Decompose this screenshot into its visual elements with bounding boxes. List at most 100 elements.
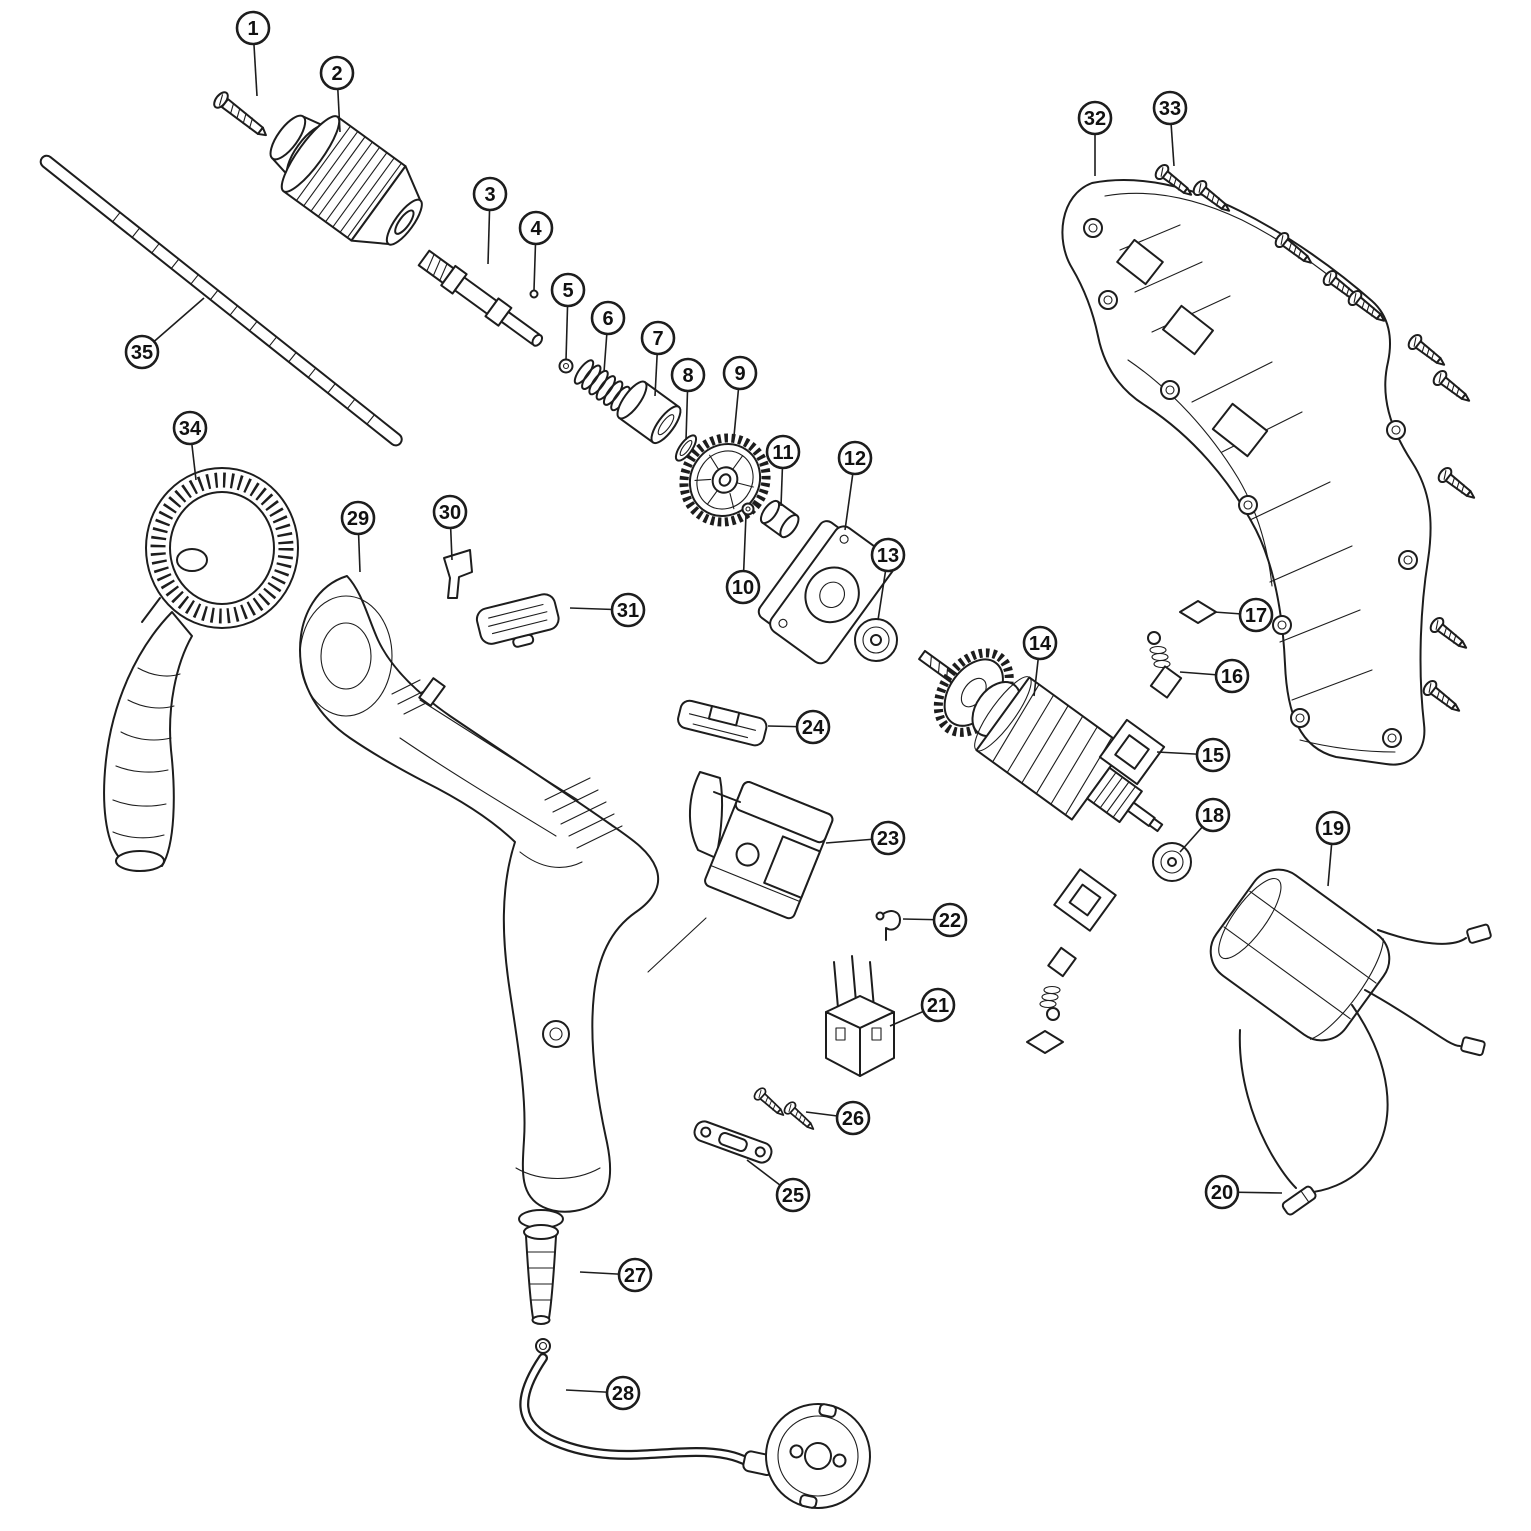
callout-33-housing-screws: 33: [1152, 90, 1188, 167]
callout-circle: [795, 709, 831, 745]
callout-4-detent-ball: 4: [518, 210, 554, 291]
callout-number: 24: [802, 717, 825, 739]
callout-circle: [617, 1257, 653, 1293]
callout-circle: [765, 434, 801, 470]
callout-circle: [340, 500, 376, 536]
part-30-lock-button: [443, 549, 473, 599]
callout-circle: [1315, 810, 1351, 846]
part-15-brush-holder: [1098, 718, 1166, 786]
callout-number: 12: [844, 448, 866, 470]
part-11-bushing: [759, 499, 800, 539]
callout-circle: [1152, 90, 1188, 126]
callout-24-reverse-slider: 24: [767, 709, 831, 745]
callout-19-stator: 19: [1315, 810, 1351, 887]
callout-30-lock-button: 30: [432, 494, 468, 561]
callout-number: 34: [179, 418, 202, 440]
callout-3-spindle: 3: [472, 176, 508, 265]
callout-circle: [1214, 658, 1250, 694]
part-27-cord-sleeve: [518, 1209, 564, 1354]
callout-circle: [835, 1100, 871, 1136]
callout-circle: [670, 357, 706, 393]
part-32-housing-right: [1061, 179, 1432, 766]
callout-26-clamp-screws: 26: [805, 1100, 871, 1136]
part-4-detent-ball: [529, 289, 539, 299]
callout-32-housing-right: 32: [1077, 100, 1113, 176]
callout-number: 16: [1221, 666, 1243, 688]
callout-11-bushing: 11: [765, 434, 801, 507]
part-5-retaining-ring: [558, 358, 574, 374]
callout-2-chuck: 2: [319, 55, 355, 133]
callout-number: 4: [530, 218, 542, 240]
callout-number: 25: [782, 1185, 804, 1207]
brush-cap-lower: [1026, 1030, 1064, 1054]
callout-circle: [1238, 597, 1274, 633]
callout-number: 21: [927, 995, 949, 1017]
callout-circle: [722, 355, 758, 391]
callout-circle: [319, 55, 355, 91]
callout-15-brush-holder: 15: [1156, 737, 1231, 773]
callout-circle: [775, 1177, 811, 1213]
callout-circle: [610, 592, 646, 628]
callout-35-depth-stop-rod: 35: [124, 297, 205, 370]
part-28-power-cord: [519, 1353, 871, 1509]
part-31-switch-cover: [475, 593, 560, 648]
callout-number: 15: [1202, 745, 1224, 767]
brush-holder-lower: [1053, 868, 1117, 932]
part-1-chuck-screw: [213, 91, 267, 137]
callout-5-retaining-ring: 5: [550, 272, 586, 361]
callout-circle: [124, 334, 160, 370]
callout-31-switch-cover: 31: [569, 592, 646, 628]
part-25-cord-clamp: [693, 1120, 773, 1164]
part-16-carbon-brush: [1147, 631, 1183, 699]
callout-13-ball-bearing: 13: [870, 537, 906, 621]
callout-10-circlip: 10: [725, 514, 761, 605]
callout-22-spring-clip: 22: [902, 902, 968, 938]
callout-number: 7: [652, 328, 663, 350]
part-14-armature: [918, 648, 1164, 833]
callout-circle: [1077, 100, 1113, 136]
callout-circle: [1195, 797, 1231, 833]
callout-circle: [235, 10, 271, 46]
callout-number: 30: [439, 502, 461, 524]
callout-7-ratchet-sleeve: 7: [640, 320, 676, 397]
callout-1-chuck-screw: 1: [235, 10, 271, 97]
callout-number: 19: [1322, 818, 1344, 840]
callout-number: 17: [1245, 605, 1267, 627]
callout-12-bearing-plate: 12: [837, 440, 873, 531]
callout-number: 10: [732, 577, 754, 599]
part-6-spring: [573, 359, 631, 412]
part-10-circlip: [741, 502, 755, 516]
callout-number: 20: [1211, 1182, 1233, 1204]
callout-circle: [518, 210, 554, 246]
callout-number: 33: [1159, 98, 1181, 120]
carbon-brush-lower: [1039, 946, 1077, 1021]
callout-number: 28: [612, 1383, 634, 1405]
callout-circle: [432, 494, 468, 530]
callout-number: 5: [562, 280, 573, 302]
part-24-reverse-slider: [677, 699, 768, 747]
callout-circle: [1022, 625, 1058, 661]
callout-circle: [870, 537, 906, 573]
callout-9-ratchet-gear: 9: [722, 355, 758, 437]
callout-21-terminal-block: 21: [889, 987, 956, 1027]
callout-circle: [870, 820, 906, 856]
callout-number: 23: [877, 828, 899, 850]
part-17-brush-cap: [1179, 600, 1217, 624]
callout-circle: [472, 176, 508, 212]
callout-circle: [640, 320, 676, 356]
part-22-spring-clip: [875, 910, 901, 941]
callout-circle: [920, 987, 956, 1023]
part-29-housing-left: [299, 575, 660, 1213]
callout-6-spring: 6: [590, 300, 626, 373]
callout-number: 13: [877, 545, 899, 567]
part-20-lead-terminal: [1281, 1185, 1317, 1216]
callout-number: 6: [602, 308, 613, 330]
callout-circle: [1204, 1174, 1240, 1210]
part-34-auxiliary-handle: [103, 467, 299, 872]
callout-number: 11: [772, 442, 793, 464]
callout-number: 1: [247, 18, 258, 40]
callout-27-cord-sleeve: 27: [579, 1257, 653, 1293]
